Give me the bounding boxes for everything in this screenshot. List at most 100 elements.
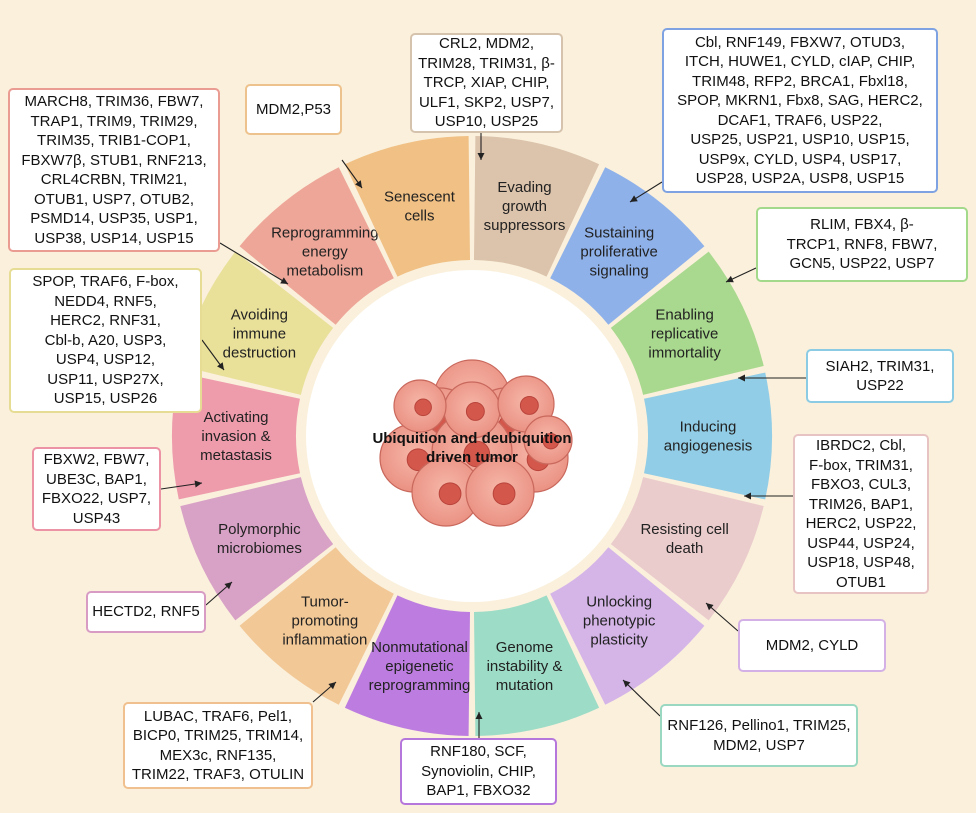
segment-nonmutational-epigenetic-reprogramming: [344, 595, 471, 736]
segment-label-line: proliferative: [580, 243, 658, 260]
connector-arrow-line: [219, 242, 289, 285]
segment-label-line: Sustaining: [584, 224, 654, 241]
annotation-line: RNF180, SCF,: [430, 743, 527, 761]
annotation-line: NEDD4, RNF5,: [54, 292, 157, 310]
annotation-line: MDM2, CYLD: [765, 636, 859, 654]
annotation-text: Cbl, RNF149, FBXW7, OTUD3,ITCH, HUWE1, C…: [677, 33, 923, 189]
annotation-line: ULF1, SKP2, USP7,: [418, 93, 555, 111]
annotation-text: IBRDC2, Cbl,F-box, TRIM31,FBXO3, CUL3,TR…: [806, 436, 917, 592]
segment-genome-instability-mutation: [473, 595, 600, 736]
connector-arrow-head: [328, 682, 336, 690]
annotation-line: USP25, USP21, USP10, USP15,: [690, 131, 910, 148]
segment-label-line: destruction: [223, 345, 296, 362]
annotation-line: TRAP1, TRIM9, TRIM29,: [30, 112, 198, 130]
annotation-line: BAP1, FBXO32: [426, 782, 531, 800]
segment-label-line: angiogenesis: [664, 438, 752, 455]
segment-label-line: metabolism: [287, 262, 364, 279]
segment-label-line: death: [666, 540, 704, 557]
connector-arrow-head: [280, 277, 288, 284]
annotation-text: LUBAC, TRAF6, Pel1,BICP0, TRIM25, TRIM14…: [132, 707, 304, 785]
annotation-box-sustaining-proliferative-signaling: Cbl, RNF149, FBXW7, OTUD3,ITCH, HUWE1, C…: [662, 28, 938, 193]
annotation-line: TRIM26, BAP1,: [808, 495, 914, 513]
annotation-text: RLIM, FBX4, β-TRCP1, RNF8, FBW7,GCN5, US…: [787, 215, 938, 274]
annotation-text: RNF126, Pellino1, TRIM25,MDM2, USP7: [667, 716, 850, 755]
segment-activating-invasion-metastasis: [171, 372, 300, 500]
connector-arrow-head: [217, 362, 224, 370]
tumor-cell-nucleus: [492, 482, 516, 506]
annotation-line: HERC2, RNF31,: [50, 312, 161, 330]
segment-label-line: Tumor-: [301, 594, 349, 611]
segment-label-line: reprogramming: [369, 677, 471, 694]
annotation-box-tumor-promoting-inflammation: LUBAC, TRAF6, Pel1,BICP0, TRIM25, TRIM14…: [123, 702, 313, 789]
annotation-line: ITCH, HUWE1, CYLD, cIAP, CHIP,: [684, 53, 916, 70]
annotation-text: MARCH8, TRIM36, FBW7, TRAP1, TRIM9, TRIM2…: [21, 92, 206, 248]
annotation-line: TRCP1, RNF8, FBW7,: [786, 235, 938, 253]
annotation-text: CRL2, MDM2,TRIM28, TRIM31, β-TRCP, XIAP,…: [418, 34, 555, 132]
annotation-box-inducing-angiogenesis: SIAH2, TRIM31, USP22: [806, 349, 954, 403]
connector-arrow-head: [194, 480, 202, 488]
segment-label-line: Senescent: [384, 188, 456, 205]
annotation-line: MARCH8, TRIM36, FBW7,: [24, 93, 204, 110]
segment-label-line: metastasis: [200, 447, 272, 464]
segment-evading-growth-suppressors: [473, 136, 600, 277]
annotation-line: TRCP, XIAP, CHIP,: [423, 74, 550, 92]
connector-arrow-head: [630, 195, 638, 202]
segment-label-unlocking-phenotypic-plasticity: Unlocking phenotypic plasticity: [583, 594, 656, 649]
segment-label-line: promoting: [292, 613, 359, 630]
annotation-line: MDM2,P53: [255, 100, 332, 118]
segment-label-line: Unlocking: [586, 594, 652, 611]
annotation-line: RNF126, Pellino1, TRIM25,: [667, 717, 851, 734]
segment-senescent-cells: [344, 136, 471, 277]
annotation-box-evading-growth-suppressors: CRL2, MDM2,TRIM28, TRIM31, β-TRCP, XIAP,…: [410, 33, 563, 133]
annotation-line: FBXO3, CUL3,: [810, 476, 912, 493]
segment-label-line: invasion &: [201, 428, 270, 445]
annotation-line: CRL2, MDM2,: [438, 35, 535, 53]
connector-arrow-head: [355, 180, 362, 188]
annotation-line: HECTD2, RNF5: [92, 603, 200, 621]
annotation-line: USP10, USP25: [434, 113, 539, 131]
segment-label-resisting-cell-death: Resisting cell death: [640, 521, 728, 557]
annotation-text: MDM2, CYLD: [766, 636, 859, 656]
annotation-line: USP18, USP48,: [807, 554, 915, 571]
segment-label-line: plasticity: [590, 632, 648, 649]
segment-inducing-angiogenesis: [644, 372, 772, 500]
arrows-layer: [160, 133, 806, 738]
segment-label-line: Avoiding: [231, 307, 288, 324]
segment-label-line: energy: [302, 243, 348, 260]
annotation-line: SIAH2, TRIM31,: [825, 357, 935, 375]
annotation-line: USP22: [856, 377, 904, 394]
annotation-line: OTUB1: [835, 573, 886, 591]
annotation-text: RNF180, SCF,Synoviolin, CHIP,BAP1, FBXO3…: [421, 742, 536, 801]
segment-enabling-replicative-immortality: [610, 251, 764, 395]
annotation-box-senescent-cells: MDM2,P53: [245, 84, 342, 135]
tumor-cell-nucleus: [519, 395, 539, 415]
segment-label-line: immune: [233, 326, 286, 343]
segment-label-line: phenotypic: [583, 613, 656, 630]
connector-arrow-line: [622, 679, 661, 717]
annotation-line: TRIM22, TRAF3, OTULIN: [131, 766, 305, 783]
annotation-line: UBE3C, BAP1,: [46, 470, 147, 488]
annotation-text: SPOP, TRAF6, F-box,NEDD4, RNF5, HERC2, RN…: [32, 272, 178, 409]
annotation-box-polymorphic-microbiomes: HECTD2, RNF5: [86, 591, 206, 633]
annotation-line: SPOP, TRAF6, F-box,: [32, 273, 179, 291]
center-title-line-2: driven tumor: [426, 449, 518, 466]
connector-arrow-head: [475, 712, 483, 719]
segment-label-avoiding-immune-destruction: Avoiding immune destruction: [223, 307, 296, 362]
connector-arrow-head: [706, 603, 714, 611]
tumor-cell-cluster-icon: [379, 359, 573, 527]
connector-arrow-head: [744, 492, 751, 500]
segment-label-line: Genome: [496, 639, 554, 656]
segment-label-line: Resisting cell: [640, 521, 728, 538]
connector-arrow-head: [738, 374, 745, 382]
